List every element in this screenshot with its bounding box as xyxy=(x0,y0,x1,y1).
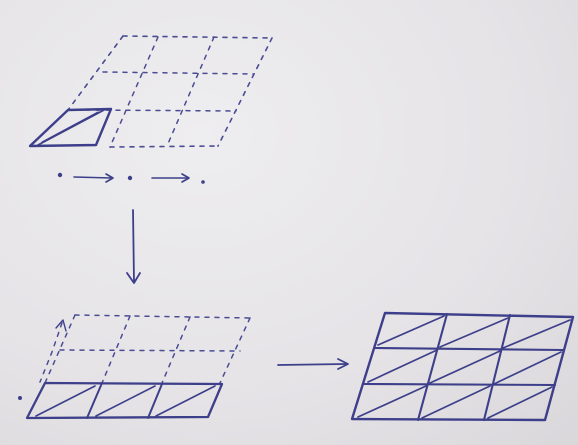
top-grid xyxy=(28,35,273,148)
br-grid-row-line-2 xyxy=(362,382,557,387)
br-grid-diagonal-1-2 xyxy=(439,317,509,348)
bl-grid-left-edge-upper xyxy=(44,314,76,384)
bl-grid-start-dot xyxy=(18,396,22,400)
sequence-dot-3 xyxy=(201,180,205,184)
sequence-arrowhead-2 xyxy=(181,173,190,183)
br-grid-diagonal-2-2 xyxy=(429,350,501,384)
bl-grid-col-line-2 xyxy=(161,316,191,384)
bl-grid-filled-diagonal-3 xyxy=(155,385,216,417)
bl-grid-left-marker xyxy=(39,322,63,383)
bl-grid-top-edge xyxy=(74,314,251,319)
br-grid-diagonal-2-3 xyxy=(493,351,562,385)
bl-grid-filled-diagonal-1 xyxy=(35,385,96,417)
sequence-dot-2 xyxy=(127,175,133,181)
br-grid-col-line-1 xyxy=(416,312,449,422)
top-grid-col-line-2 xyxy=(166,36,215,147)
br-grid-diagonal-3-2 xyxy=(421,385,491,419)
sequence-arrow-1 xyxy=(73,176,113,179)
top-grid-left-edge xyxy=(67,35,124,111)
down-arrow-shaft xyxy=(132,209,135,283)
down-arrow xyxy=(126,209,141,284)
top-grid-top-edge xyxy=(122,35,273,39)
top-grid-filled-cell-diagonal xyxy=(37,109,105,146)
bl-grid-up-arrowhead xyxy=(55,319,67,332)
br-grid-diagonal-1-1 xyxy=(377,315,445,346)
sequence-arrowhead-1 xyxy=(105,173,114,183)
dot-arrow-sequence xyxy=(57,172,205,184)
top-grid-col-line-1 xyxy=(109,36,159,148)
right-arrow-head xyxy=(337,358,349,370)
bottom-right-grid xyxy=(350,311,575,422)
top-grid-filled-cell xyxy=(28,107,113,148)
right-arrow-shaft xyxy=(277,363,347,366)
down-arrow-head xyxy=(126,272,141,284)
bl-grid-filled-row xyxy=(25,381,224,420)
top-grid-row-line-1 xyxy=(102,71,255,75)
right-arrow xyxy=(277,358,349,370)
br-grid-diagonal-3-1 xyxy=(357,385,427,418)
bl-grid-right-edge-upper xyxy=(219,317,251,384)
bl-grid-row-line-1 xyxy=(59,349,241,352)
br-grid-row-line-1 xyxy=(372,346,565,352)
top-grid-right-edge xyxy=(217,37,273,147)
top-grid-filled-cell-diagonal-2 xyxy=(41,111,99,143)
bl-grid-filled-divider-2 xyxy=(147,383,163,419)
bl-grid-col-line-1 xyxy=(101,315,131,384)
top-grid-bottom-edge xyxy=(109,145,219,148)
br-grid-diagonal-2-1 xyxy=(367,349,438,383)
bl-grid-filled-divider-1 xyxy=(86,382,103,419)
bl-grid-filled-diagonal-2 xyxy=(95,385,156,417)
br-grid-diagonal-3-3 xyxy=(487,386,553,419)
sequence-dot-1 xyxy=(57,172,63,178)
br-grid-diagonal-1-3 xyxy=(502,319,571,349)
bottom-left-grid xyxy=(18,314,251,420)
br-grid-col-line-2 xyxy=(482,313,512,422)
